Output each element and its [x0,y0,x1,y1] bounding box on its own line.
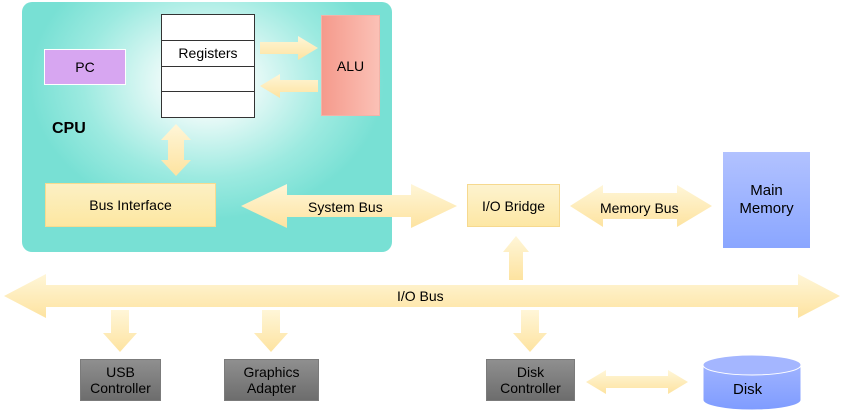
io-bus-to-usb-arrow [103,310,137,352]
main-memory-label-line1: Main [750,182,783,199]
io-bus-to-disk-controller-arrow [513,310,547,352]
registers-label: Registers [178,45,238,62]
register-file: Registers [161,14,255,118]
pc-box: PC [44,49,126,85]
alu-label: ALU [336,57,365,74]
usb-controller-box: USB Controller [80,359,161,401]
io-bus-arrow [4,274,840,318]
memory-bus-arrow [570,185,712,227]
disk-controller-disk-arrow [586,370,688,394]
register-cell [162,67,254,93]
usb-controller-label-line1: USB [106,364,135,380]
bus-interface-box: Bus Interface [45,183,216,227]
graphics-adapter-label-line1: Graphics [243,364,300,380]
pc-label: PC [75,59,95,75]
disk-controller-label-line2: Controller [500,380,561,396]
alu-to-registers-arrow [260,74,318,98]
register-cell: Registers [162,41,254,67]
registers-to-alu-arrow [260,36,318,60]
system-bus-label: System Bus [308,199,383,215]
disk-label: Disk [733,381,763,398]
main-memory-label-line2: Memory [739,200,794,217]
memory-bus-label: Memory Bus [600,200,679,216]
register-cell [162,15,254,41]
disk-controller-label-line1: Disk [516,364,545,380]
alu-box: ALU [321,15,380,116]
registers-bus-interface-arrow [161,124,191,176]
system-bus-arrow [241,184,457,228]
io-bridge-box: I/O Bridge [467,184,560,227]
usb-controller-label-line2: Controller [90,380,151,396]
disk-controller-box: Disk Controller [486,359,575,401]
io-bridge-io-bus-arrow [503,236,529,280]
cpu-title: CPU [52,120,86,137]
graphics-adapter-box: Graphics Adapter [224,359,319,401]
main-memory-box: Main Memory [722,151,811,249]
io-bus-to-graphics-arrow [254,310,288,352]
bus-interface-label: Bus Interface [89,197,172,213]
graphics-adapter-label-line2: Adapter [246,380,297,396]
io-bus-label: I/O Bus [397,288,444,304]
io-bridge-label: I/O Bridge [481,197,546,214]
disk-cylinder [702,354,802,411]
